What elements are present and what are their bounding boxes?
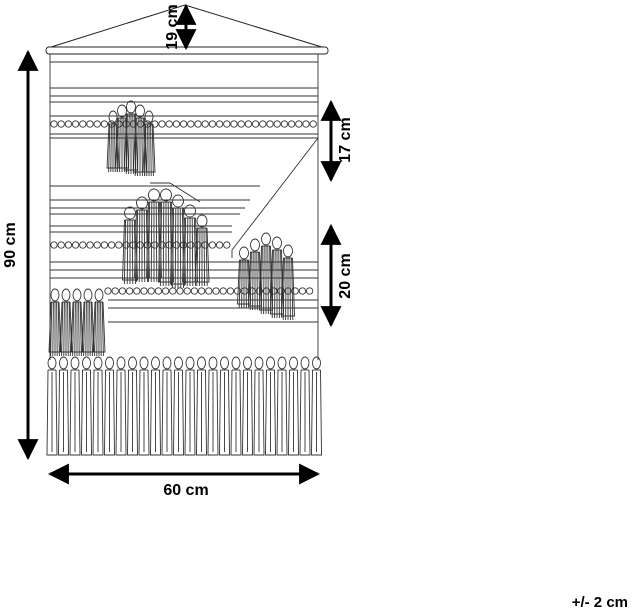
tassel xyxy=(281,244,295,321)
fringe-tassel xyxy=(81,356,92,456)
width-label: 60 cm xyxy=(163,482,208,499)
tassel xyxy=(194,214,210,287)
fringe-tassel xyxy=(184,356,196,456)
fringe-tassel xyxy=(311,356,322,456)
tassel xyxy=(158,188,174,287)
height-label: 90 cm xyxy=(2,222,19,267)
weave-lines xyxy=(50,61,318,323)
tassel xyxy=(170,194,186,289)
fringe-tassel xyxy=(58,356,69,456)
band-mid-label: 20 cm xyxy=(337,253,354,298)
band-top-label: 17 cm xyxy=(337,117,354,162)
triangle-weave xyxy=(231,137,319,258)
fringe-tassel xyxy=(150,356,161,456)
fringe-tassel xyxy=(104,356,115,456)
fringe-tassel xyxy=(138,356,150,456)
tassel xyxy=(92,288,106,357)
tassel xyxy=(124,100,138,175)
tassel xyxy=(142,110,156,177)
fringe-tassel xyxy=(265,356,276,456)
fringe-tassel xyxy=(230,356,242,456)
tassel xyxy=(81,288,95,357)
tassel-clusters xyxy=(48,100,295,357)
fringe-tassel xyxy=(173,356,184,456)
fringe-tassel xyxy=(276,356,288,456)
fringe-tassel xyxy=(288,356,299,456)
hanging-rod xyxy=(45,46,329,55)
fringe-tassel xyxy=(46,356,58,456)
tassel xyxy=(134,196,150,283)
fringe-tassel xyxy=(207,356,219,456)
hanger-label: 19 cm xyxy=(164,4,181,49)
tassel xyxy=(182,204,198,287)
fringe-tassel xyxy=(69,356,81,456)
fringe-tassel xyxy=(196,356,207,456)
tassel xyxy=(122,206,138,285)
fringe-tassel xyxy=(299,356,311,456)
tassel xyxy=(146,188,162,283)
tassel xyxy=(48,288,62,357)
fringe-tassel xyxy=(253,356,265,456)
tassel xyxy=(70,288,84,357)
fringe-tassel xyxy=(115,356,127,456)
fringe-tassel xyxy=(92,356,104,456)
tassel xyxy=(248,238,262,311)
fringe-tassel xyxy=(219,356,230,456)
fringe-tassel xyxy=(161,356,173,456)
tassel xyxy=(59,288,73,357)
macrame-wall-hanging-icon xyxy=(45,4,329,456)
fringe-tassel xyxy=(127,356,138,456)
tolerance-note: +/- 2 cm xyxy=(571,594,628,611)
fringe-tassel xyxy=(242,356,253,456)
bottom-fringe xyxy=(46,356,322,456)
